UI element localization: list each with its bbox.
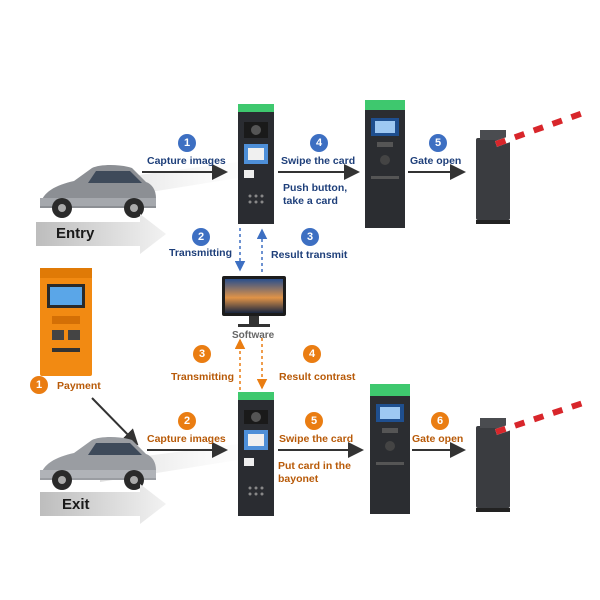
exit-car (40, 437, 156, 490)
entry-step-5-label: Gate open (410, 155, 462, 167)
exit-card-collector (370, 384, 410, 514)
software-monitor (222, 276, 286, 327)
payment-arrow (91, 397, 139, 446)
entry-step-4-sub-2: take a card (283, 195, 338, 207)
entry-step-1-label: Capture images (147, 155, 226, 167)
entry-card-dispenser (365, 100, 405, 228)
payment-kiosk (40, 268, 92, 376)
exit-step-3-label: Transmitting (171, 371, 235, 383)
exit-step-6-badge: 6 (431, 412, 449, 430)
exit-step-2-badge: 2 (178, 412, 196, 430)
exit-step-6-label: Gate open (412, 433, 464, 445)
entry-step-4-badge: 4 (310, 134, 328, 152)
entry-car (40, 165, 156, 218)
exit-step-5-sub-1: Put card in the (278, 460, 351, 472)
entry-lane-label: Entry (56, 225, 95, 242)
exit-lane-label: Exit (62, 496, 90, 513)
exit-barrier-gate (476, 399, 587, 512)
exit-step-5-label: Swipe the card (279, 433, 354, 445)
entry-lane-arrow (36, 214, 166, 254)
entry-step-2-label: Transmitting (169, 247, 233, 259)
exit-step-5-sub-2: bayonet (278, 473, 319, 485)
entry-step-2-badge: 2 (192, 228, 210, 246)
exit-lane-arrow (40, 484, 166, 524)
exit-step-2-label: Capture images (147, 433, 226, 445)
software-label: Software (232, 330, 275, 341)
entry-step-5-badge: 5 (429, 134, 447, 152)
entry-step-3-badge: 3 (301, 228, 319, 246)
payment-step-badge: 1 (30, 376, 48, 394)
exit-step-4-badge: 4 (303, 345, 321, 363)
entry-step-3-label: Result transmit (271, 249, 348, 261)
exit-step-4-label: Result contrast (279, 371, 356, 383)
payment-label: Payment (57, 380, 101, 392)
exit-camera-column (238, 392, 274, 516)
entry-camera-column (238, 104, 274, 224)
exit-step-3-badge: 3 (193, 345, 211, 363)
entry-barrier-gate (476, 109, 588, 224)
entry-step-1-badge: 1 (178, 134, 196, 152)
entry-step-4-label: Swipe the card (281, 155, 356, 167)
entry-step-4-sub-1: Push button, (283, 182, 348, 194)
exit-step-5-badge: 5 (305, 412, 323, 430)
